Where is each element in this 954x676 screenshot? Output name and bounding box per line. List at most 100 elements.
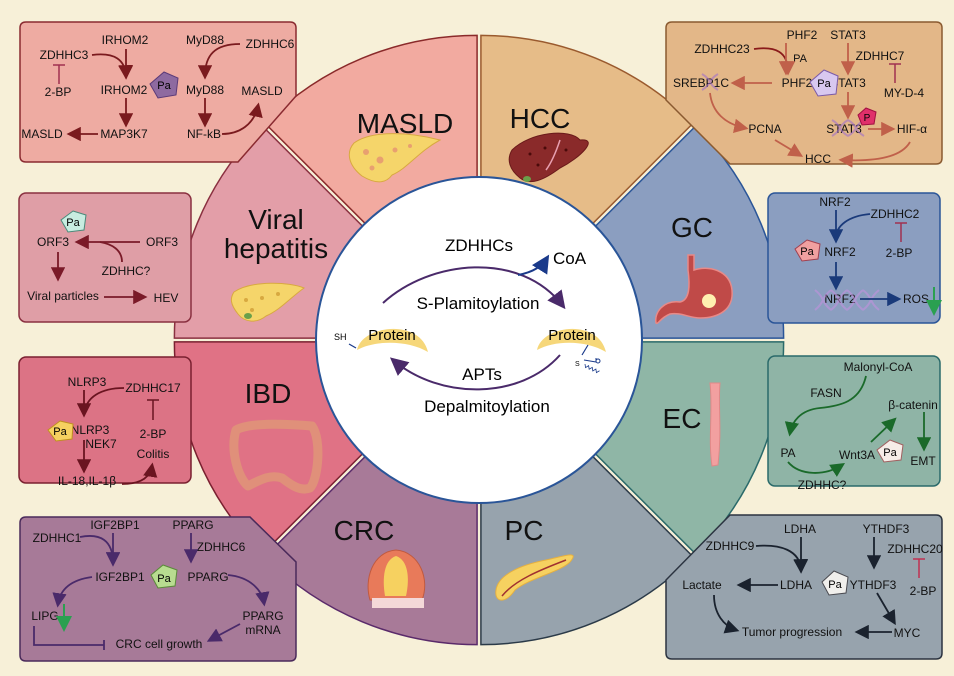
node-zdhhc7: ZDHHC7 [856, 49, 905, 63]
node-orf3-right: ORF3 [146, 235, 178, 249]
node-viral-particles: Viral particles [27, 289, 99, 303]
node-ldha: LDHA [780, 578, 812, 592]
node-ldha-top: LDHA [784, 522, 816, 536]
node-my-d-4: MY-D-4 [884, 86, 925, 100]
s-palmitoylation-label: S-Plamitoylation [417, 294, 540, 313]
node-lipg: LIPG [31, 609, 58, 623]
node-pa-label: PA [793, 53, 808, 65]
svg-text:Pa: Pa [157, 573, 171, 585]
node-lactate: Lactate [682, 578, 722, 592]
node-il18-il1b: IL-18,IL-1β [58, 474, 116, 488]
pa-badge: Pa [821, 570, 849, 596]
center-circle [315, 176, 643, 504]
node-colitis: Colitis [137, 447, 170, 461]
node-srebp1c: SREBP1C [673, 76, 729, 90]
node-zdhhc2: ZDHHC2 [871, 207, 920, 221]
segment-label-viral-line2: hepatitis [224, 233, 328, 264]
segment-label-pc: PC [505, 515, 544, 546]
inhibition-bar [895, 222, 907, 242]
svg-text:S: S [575, 361, 580, 368]
node-zdhhc20: ZDHHC20 [887, 542, 943, 556]
zdhhcs-label: ZDHHCs [445, 236, 513, 255]
node-irhom2: IRHOM2 [101, 83, 148, 97]
svg-text:Pa: Pa [800, 246, 814, 258]
node-map3k7: MAP3K7 [100, 127, 148, 141]
node-2bp: 2-BP [910, 584, 937, 598]
node-nek7: NEK7 [85, 437, 117, 451]
segment-label-ec: EC [663, 403, 702, 434]
node-nrf2: NRF2 [824, 245, 856, 259]
node-nrf2-top: NRF2 [819, 195, 851, 209]
node-malonyl-coa: Malonyl-CoA [844, 360, 913, 374]
node-2bp: 2-BP [886, 246, 913, 260]
node-crc-cell-growth: CRC cell growth [116, 637, 203, 651]
pa-badge: Pa [47, 420, 74, 442]
protein-left-label: Protein [368, 327, 416, 344]
inhibition-bar [53, 64, 65, 84]
node-orf3-left: ORF3 [37, 235, 69, 249]
inhibition-bar [147, 399, 159, 420]
protein-shape-left [357, 328, 428, 352]
coa-label: CoA [553, 249, 587, 268]
node-igf2bp1: IGF2BP1 [95, 570, 145, 584]
colorectal-tumor-icon [367, 549, 426, 608]
palmitoylation-cycle: ZDHHCs CoA S-Plamitoylation APTs Depalmi… [334, 236, 606, 416]
svg-text:Pa: Pa [66, 217, 80, 229]
phospho-badge: P [857, 107, 877, 126]
node-ythdf3: YTHDF3 [850, 578, 897, 592]
panel-crc: IGF2BP1 ZDHHC1 PPARG ZDHHC6 IGF2BP1 PPAR… [19, 516, 297, 662]
node-nlrp3: NLRP3 [71, 423, 110, 437]
svg-text:Pa: Pa [157, 80, 171, 92]
inhibition-bar [889, 63, 901, 83]
panel-viral-hepatitis: ORF3 ORF3 ZDHHC? Viral particles HEV Pa [18, 192, 192, 323]
node-pparg-mrna-2: mRNA [245, 623, 280, 637]
inhibition-bar [913, 558, 925, 578]
node-irhom2-top: IRHOM2 [102, 33, 149, 47]
node-zdhhc1: ZDHHC1 [33, 531, 82, 545]
node-pparg-mrna-1: PPARG [242, 609, 283, 623]
node-stat3: STAT3 [830, 76, 866, 90]
segment-label-viral-line1: Viral [248, 204, 304, 235]
pancreas-icon [495, 554, 574, 601]
disease-ring [173, 34, 785, 646]
panel-pc: LDHA ZDHHC9 YTHDF3 ZDHHC20 Lactate LDHA … [665, 514, 943, 660]
node-myd88-top: MyD88 [186, 33, 224, 47]
depalmitoylation-arrow [389, 354, 561, 391]
sh-label: SH [334, 332, 347, 342]
node-wnt3a: Wnt3A [839, 448, 875, 462]
node-masld-left: MASLD [21, 127, 63, 141]
palmitate-chain-icon: S [575, 344, 601, 374]
node-zdhhc: ZDHHC? [798, 478, 847, 492]
panel-hcc: PHF2 ZDHHC23 PA STAT3 ZDHHC7 SREBP1C PHF… [665, 21, 943, 168]
segment-label-ibd: IBD [245, 378, 292, 409]
pa-badge: Pa [150, 564, 178, 589]
node-nfkb: NF-kB [187, 127, 221, 141]
node-nlrp3-top: NLRP3 [68, 375, 107, 389]
node-pparg: PPARG [187, 570, 228, 584]
node-hif-alpha: HIF-α [897, 122, 927, 136]
pa-badge: Pa [809, 69, 839, 97]
node-myd88: MyD88 [186, 83, 224, 97]
liver-icon [230, 282, 306, 322]
node-hcc: HCC [805, 152, 831, 166]
pa-badge: Pa [60, 210, 87, 233]
fatty-liver-icon [348, 133, 442, 183]
panel-masld: IRHOM2 ZDHHC3 2-BP IRHOM2 MyD88 ZDHHC6 M… [19, 21, 297, 163]
panel-ibd: NLRP3 ZDHHC17 NLRP3 2-BP NEK7 Colitis IL… [18, 356, 192, 488]
pa-badge: Pa [794, 239, 821, 262]
pa-badge: Pa [149, 71, 179, 99]
svg-text:Pa: Pa [53, 426, 67, 438]
node-2bp: 2-BP [45, 85, 72, 99]
node-zdhhc3: ZDHHC3 [40, 48, 89, 62]
segment-label-gc: GC [671, 212, 713, 243]
node-beta-catenin: β-catenin [888, 398, 938, 412]
node-igf2bp1-top: IGF2BP1 [90, 518, 140, 532]
cirrhotic-liver-icon [508, 132, 589, 183]
node-emt: EMT [910, 454, 936, 468]
svg-text:P: P [864, 113, 871, 124]
node-phf2: PHF2 [782, 76, 813, 90]
palmitoylation-arrow [382, 266, 566, 310]
node-pparg-top: PPARG [172, 518, 213, 532]
node-masld-right: MASLD [241, 84, 283, 98]
node-zdhhc17: ZDHHC17 [125, 381, 181, 395]
